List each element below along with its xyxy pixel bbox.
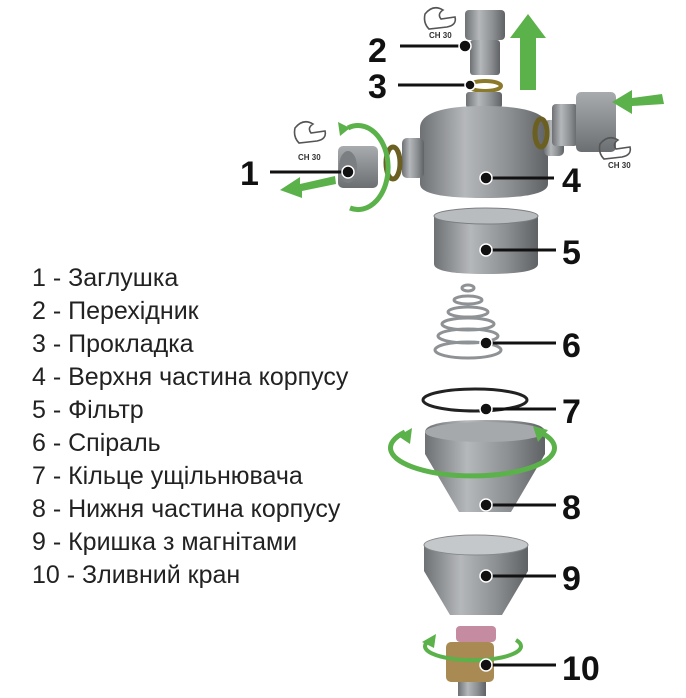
adapter-part <box>465 10 505 75</box>
o-ring-part <box>421 387 529 413</box>
wrench-label: CH 30 <box>429 31 452 40</box>
legend-item: 7 - Кільце ущільнювача <box>32 462 303 490</box>
legend-item: 10 - Зливний кран <box>32 561 241 589</box>
legend-item: 5 - Фільтр <box>32 396 144 424</box>
legend-item: 3 - Прокладка <box>32 330 194 358</box>
callout-number: 5 <box>562 234 581 272</box>
filter-part <box>433 207 539 274</box>
legend-item: 4 - Верхня частина корпусу <box>32 363 349 391</box>
spring-part <box>433 283 503 360</box>
callout-number: 8 <box>562 489 581 527</box>
side-gasket-right <box>532 116 550 150</box>
legend-item: 2 - Перехідник <box>32 297 199 325</box>
wrench-icon: CH 30 <box>598 136 631 170</box>
callout-number: 2 <box>368 32 387 70</box>
wrench-label: CH 30 <box>608 161 631 170</box>
legend-item: 9 - Кришка з магнітами <box>32 528 298 556</box>
up-arrow-icon <box>510 14 546 90</box>
leader-dots <box>341 39 493 672</box>
callout-number: 10 <box>562 650 600 688</box>
legend-item: 1 - Заглушка <box>32 264 179 292</box>
callout-number: 3 <box>368 68 387 106</box>
callout-number: 4 <box>562 162 581 200</box>
legend-item: 6 - Спіраль <box>32 429 161 457</box>
left-arrow-icon <box>612 90 664 114</box>
callout-number: 6 <box>562 327 581 365</box>
leader-lines <box>270 44 556 667</box>
parts-legend: 1 - Заглушка 2 - Перехідник 3 - Прокладк… <box>32 262 352 592</box>
magnet-cap-part <box>423 534 529 615</box>
callout-number: 1 <box>240 155 259 193</box>
lower-housing-part <box>425 420 545 512</box>
wrench-icon: CH 30 <box>293 120 327 162</box>
rotate-arrow-icon <box>338 122 391 213</box>
wrench-label: CH 30 <box>298 153 321 162</box>
callout-number: 7 <box>562 393 581 431</box>
callout-number: 9 <box>562 560 581 598</box>
left-arrow-icon <box>280 176 336 198</box>
right-nut-part <box>552 92 616 152</box>
rotate-arrow-icon <box>388 426 557 479</box>
legend-item: 8 - Нижня частина корпусу <box>32 495 341 523</box>
wrench-icon: CH 30 <box>423 6 457 40</box>
rotate-arrow-icon <box>422 634 523 663</box>
